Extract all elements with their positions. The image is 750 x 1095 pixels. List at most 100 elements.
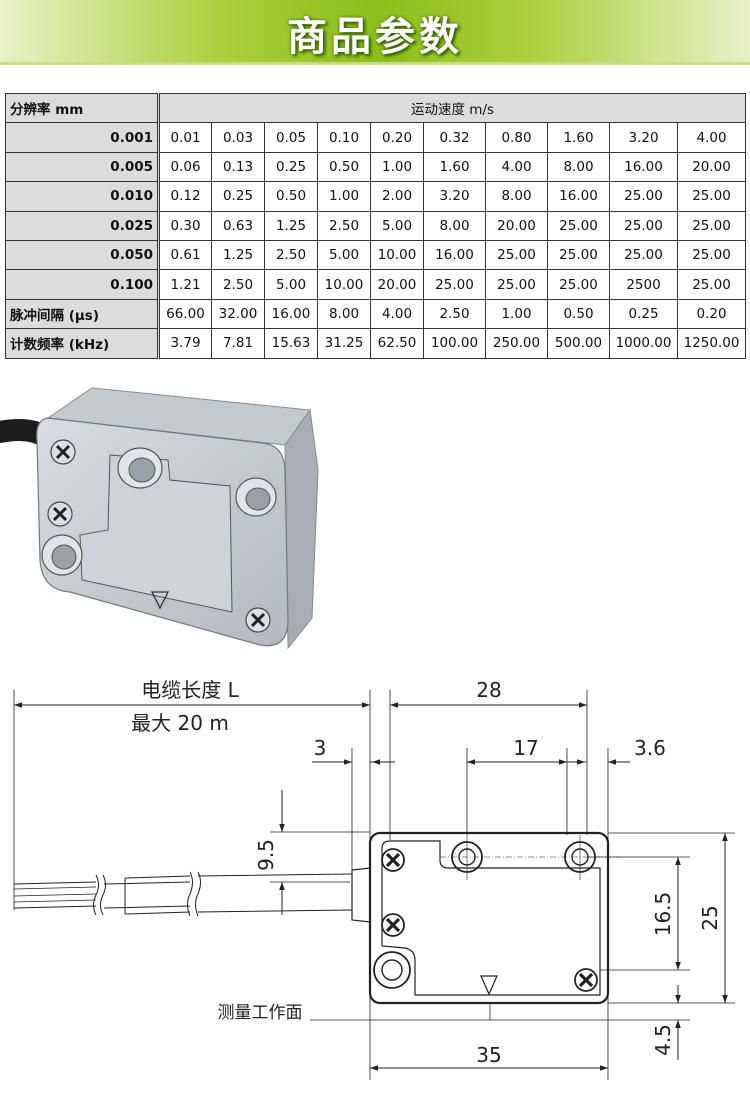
speed-cell: 1.21 xyxy=(157,269,212,300)
speed-cell: 1.60 xyxy=(547,122,610,153)
front-panel xyxy=(79,454,233,613)
pulse-cell: 2.50 xyxy=(423,298,486,330)
dim-cable-height: 9.5 xyxy=(254,839,278,871)
freq-label: 计数频率 (kHz) xyxy=(5,328,159,359)
speed-cell: 0.12 xyxy=(157,181,212,212)
speed-cell: 8.00 xyxy=(485,181,548,212)
screw-icon xyxy=(50,439,76,465)
speed-cell: 25.00 xyxy=(609,181,678,212)
speed-cell: 0.30 xyxy=(157,210,212,241)
speed-cell: 2.50 xyxy=(211,269,265,300)
dim-height: 25 xyxy=(698,905,722,930)
speed-cell: 8.00 xyxy=(423,210,486,241)
speed-cell: 25.00 xyxy=(676,181,747,212)
freq-cell: 100.00 xyxy=(423,328,486,359)
banner-divider xyxy=(0,62,750,65)
hole-inner-icon xyxy=(51,544,77,570)
dim-width-bottom: 35 xyxy=(476,1043,501,1067)
dim-cable-offset: 3 xyxy=(314,736,327,760)
speed-cell: 25.00 xyxy=(423,269,486,300)
measure-face-label: 测量工作面 xyxy=(218,1003,303,1023)
pulse-cell: 66.00 xyxy=(157,298,212,330)
title-banner xyxy=(0,0,750,62)
dim-hole-edge: 3.6 xyxy=(634,736,666,760)
speed-cell: 4.00 xyxy=(485,151,548,183)
speed-cell: 2.50 xyxy=(264,239,318,271)
dim-face-offset: 4.5 xyxy=(651,1024,675,1056)
freq-cell: 15.63 xyxy=(264,328,318,359)
pulse-cell: 1.00 xyxy=(485,298,548,330)
speed-cell: 25.00 xyxy=(676,210,747,241)
speed-cell: 0.01 xyxy=(157,122,212,153)
speed-cell: 1.60 xyxy=(423,151,486,183)
cable-max-label: 最大 20 m xyxy=(131,711,229,735)
hole-inner-icon xyxy=(245,487,271,511)
dim-hole-vertical: 16.5 xyxy=(651,892,675,937)
triangle-marker-icon xyxy=(150,591,170,610)
speed-cell: 25.00 xyxy=(676,239,747,271)
pulse-label: 脉冲间隔 (μs) xyxy=(5,298,159,330)
speed-cell: 25.00 xyxy=(676,269,747,300)
screw-icon xyxy=(47,501,73,527)
resolution-cell: 0.001 xyxy=(5,122,159,153)
speed-cell: 0.61 xyxy=(157,239,212,271)
dim-width-top: 28 xyxy=(476,678,501,702)
resolution-cell: 0.100 xyxy=(5,269,159,300)
speed-cell: 20.00 xyxy=(676,151,747,183)
cable-length-label: 电缆长度 L xyxy=(141,678,239,702)
resolution-cell: 0.005 xyxy=(5,151,159,183)
pulse-cell: 32.00 xyxy=(211,298,265,330)
speed-cell: 2500 xyxy=(609,269,678,300)
speed-cell: 0.20 xyxy=(370,122,424,153)
speed-cell: 0.10 xyxy=(317,122,371,153)
speed-cell: 25.00 xyxy=(485,269,548,300)
screw-icon xyxy=(245,607,271,633)
speed-cell: 16.00 xyxy=(423,239,486,271)
resolution-cell: 0.050 xyxy=(5,239,159,271)
speed-cell: 3.20 xyxy=(609,122,678,153)
freq-cell: 250.00 xyxy=(485,328,548,359)
screw-icon xyxy=(381,848,405,872)
pulse-cell: 8.00 xyxy=(317,298,371,330)
speed-cell: 5.00 xyxy=(370,210,424,241)
banner-title: 商品参数 xyxy=(287,14,463,60)
freq-cell: 1250.00 xyxy=(676,328,747,359)
speed-cell: 8.00 xyxy=(547,151,610,183)
speed-cell: 5.00 xyxy=(317,239,371,271)
speed-cell: 25.00 xyxy=(547,269,610,300)
pulse-cell: 4.00 xyxy=(370,298,424,330)
freq-cell: 500.00 xyxy=(547,328,610,359)
speed-cell: 0.03 xyxy=(211,122,265,153)
freq-cell: 62.50 xyxy=(370,328,424,359)
speed-cell: 16.00 xyxy=(609,151,678,183)
speed-header: 运动速度 m/s xyxy=(156,92,747,124)
pulse-cell: 0.50 xyxy=(547,298,610,330)
speed-cell: 3.20 xyxy=(423,181,486,212)
speed-cell: 10.00 xyxy=(370,239,424,271)
freq-cell: 3.79 xyxy=(157,328,212,359)
speed-cell: 25.00 xyxy=(547,210,610,241)
screw-icon xyxy=(574,968,598,992)
speed-cell: 10.00 xyxy=(317,269,371,300)
freq-cell: 1000.00 xyxy=(609,328,678,359)
speed-cell: 1.00 xyxy=(370,151,424,183)
speed-cell: 25.00 xyxy=(609,210,678,241)
pulse-cell: 16.00 xyxy=(264,298,318,330)
pulse-cell: 0.20 xyxy=(676,298,747,330)
technical-drawing xyxy=(13,690,735,1080)
sensor-3d-render xyxy=(0,387,319,650)
resolution-cell: 0.025 xyxy=(5,210,159,241)
speed-cell: 25.00 xyxy=(547,239,610,271)
hole-inner-icon xyxy=(128,457,156,483)
resolution-cell: 0.010 xyxy=(5,181,159,212)
